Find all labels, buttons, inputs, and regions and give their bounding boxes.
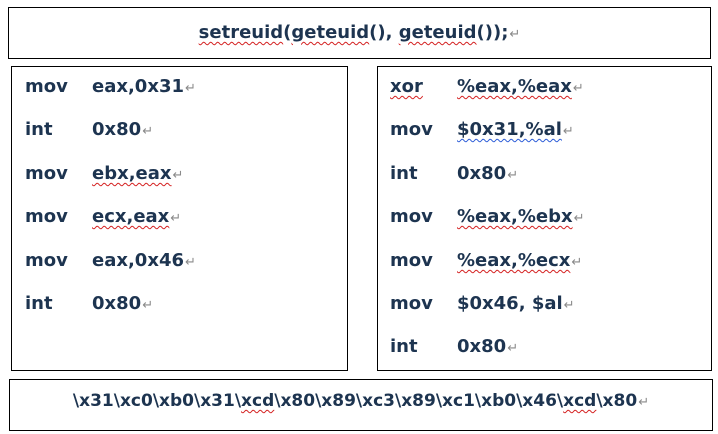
operands: %eax,%eax↵	[457, 76, 584, 97]
paragraph-mark-icon: ↵	[573, 211, 585, 226]
geteuid-word-2: geteuid	[398, 22, 477, 43]
operands: %eax,%ecx↵	[457, 250, 583, 271]
paragraph-mark-icon: ↵	[142, 124, 154, 139]
geteuid-word-1: geteuid	[291, 22, 370, 43]
opcode: mov	[390, 293, 433, 314]
operands: ebx,eax↵	[92, 163, 184, 184]
paragraph-mark-icon: ↵	[172, 168, 184, 183]
shellcode-line[interactable]: \x31\xc0\xb0\x31\xcd\x80\x89\xc3\x89\xc1…	[72, 391, 650, 411]
operands: 0x80↵	[92, 119, 154, 140]
operands: eax,0x46↵	[92, 250, 196, 271]
operands: ecx,eax↵	[92, 206, 182, 227]
opcode: mov	[390, 206, 433, 227]
paragraph-mark-icon: ↵	[185, 255, 196, 270]
opcode: mov	[25, 206, 68, 227]
paragraph-mark-icon: ↵	[507, 168, 519, 183]
operands: $0x31,%al↵	[457, 119, 574, 140]
paragraph-mark-icon: ↵	[142, 298, 154, 313]
operands: 0x80↵	[92, 293, 154, 314]
paragraph-mark-icon: ↵	[509, 27, 521, 42]
opcode: mov	[25, 163, 68, 184]
paragraph-mark-icon: ↵	[571, 255, 583, 270]
opcode: mov	[390, 119, 433, 140]
shellcode-box: \x31\xc0\xb0\x31\xcd\x80\x89\xc3\x89\xc1…	[9, 379, 713, 431]
setreuid-word: setreuid	[198, 22, 284, 43]
paren-open: (	[283, 22, 292, 43]
paragraph-mark-icon: ↵	[170, 211, 182, 226]
paragraph-mark-icon: ↵	[185, 81, 196, 96]
intel-syntax-box: mov eax,0x31↵ int 0x80↵ mov ebx,eax↵ mov ecx…	[11, 66, 348, 371]
separator: (),	[369, 22, 399, 43]
call-close: ());	[476, 22, 509, 43]
c-call-line[interactable]: setreuid(geteuid(), geteuid());↵	[9, 22, 710, 43]
paragraph-mark-icon: ↵	[563, 298, 575, 313]
opcode: int	[390, 163, 418, 184]
operands: 0x80↵	[457, 163, 519, 184]
paragraph-mark-icon: ↵	[572, 81, 584, 96]
c-call-box: setreuid(geteuid(), geteuid());↵	[8, 7, 711, 59]
paragraph-mark-icon: ↵	[562, 124, 574, 139]
opcode: mov	[25, 76, 68, 97]
paragraph-mark-icon: ↵	[507, 341, 519, 356]
operands: $0x46, $al↵	[457, 293, 575, 314]
operands: 0x80↵	[457, 336, 519, 357]
operands: eax,0x31↵	[92, 76, 196, 97]
opcode: mov	[25, 250, 68, 271]
opcode: mov	[390, 250, 433, 271]
opcode: int	[25, 293, 53, 314]
opcode: int	[390, 336, 418, 357]
opcode: int	[25, 119, 53, 140]
operands: %eax,%ebx↵	[457, 206, 585, 227]
paragraph-mark-icon: ↵	[638, 395, 650, 410]
att-syntax-box: xor %eax,%eax↵ mov $0x31,%al↵ int 0x80↵ mov…	[377, 66, 712, 371]
opcode: xor	[390, 76, 423, 97]
